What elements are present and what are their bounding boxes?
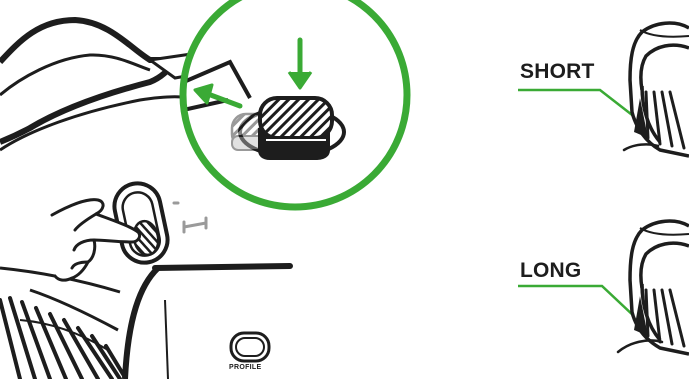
slider-knob-zoomed xyxy=(258,98,332,160)
short-setting-illustration xyxy=(518,23,689,156)
short-label: SHORT xyxy=(520,60,595,84)
comb-teeth xyxy=(0,298,126,379)
position-markers xyxy=(174,203,206,232)
long-label: LONG xyxy=(520,259,581,283)
long-setting-illustration xyxy=(518,221,689,354)
profile-button-label: PROFILE xyxy=(229,364,261,371)
profile-button[interactable] xyxy=(231,333,269,361)
zoom-callout-circle xyxy=(170,0,407,207)
